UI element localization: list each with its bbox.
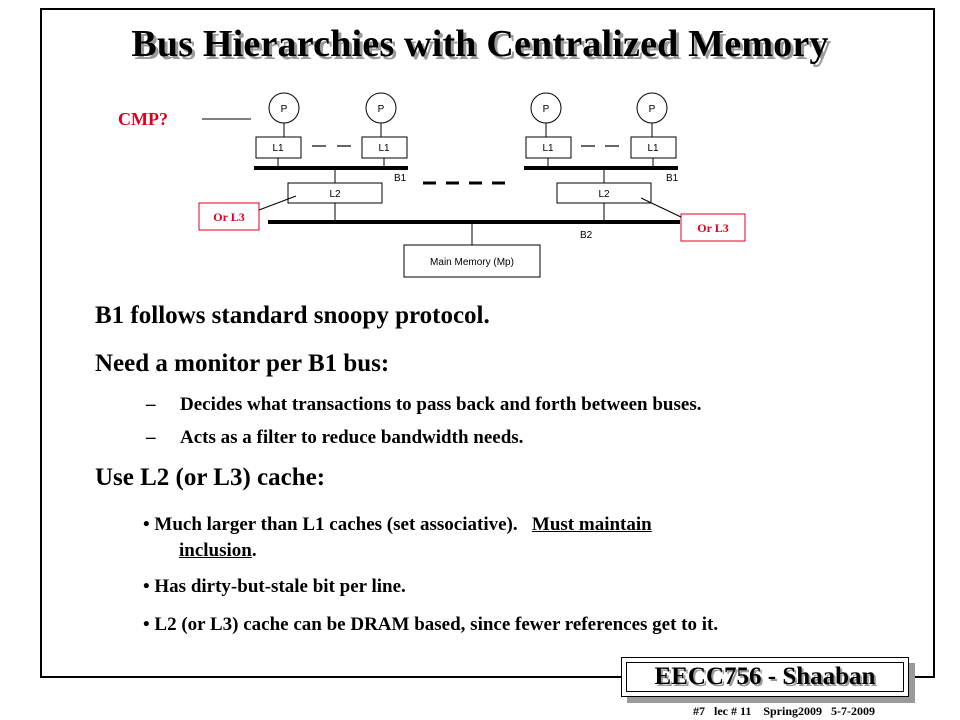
footer-course-label: EECC756 - Shaaban bbox=[626, 662, 904, 692]
processor-left-2: P bbox=[365, 92, 397, 137]
svg-text:Or L3: Or L3 bbox=[213, 210, 244, 224]
l1-cache-right-2: L1 bbox=[630, 136, 677, 159]
bullet-text-d: . bbox=[251, 540, 257, 561]
svg-text:L1: L1 bbox=[542, 143, 554, 154]
bullet-dram-based: • L2 (or L3) cache can be DRAM based, si… bbox=[143, 614, 718, 636]
footer-course-box: EECC756 - Shaaban bbox=[621, 657, 909, 697]
bus-hierarchy-diagram: CMP? P P L1 L1 B1 L2 P bbox=[118, 92, 746, 278]
subpoint-text: Decides what transactions to pass back a… bbox=[180, 394, 702, 415]
or-l3-callout-right: Or L3 bbox=[640, 197, 746, 242]
subpoint-text: Acts as a filter to reduce bandwidth nee… bbox=[180, 427, 524, 448]
svg-text:L1: L1 bbox=[272, 143, 284, 154]
main-memory: Main Memory (Mp) bbox=[403, 244, 541, 278]
or-l3-callout-left: Or L3 bbox=[198, 195, 297, 231]
l1-cache-left-2: L1 bbox=[361, 136, 408, 159]
point-snoopy-protocol: B1 follows standard snoopy protocol. bbox=[95, 302, 490, 329]
dash-marker: – bbox=[146, 394, 156, 415]
processor-label: P bbox=[378, 104, 385, 115]
b1-label-left: B1 bbox=[394, 173, 407, 184]
slide-title: Bus Hierarchies with Centralized Memory bbox=[131, 23, 829, 65]
bullet-much-larger: • Much larger than L1 caches (set associ… bbox=[143, 514, 652, 536]
subpoint-decides-transactions: – Decides what transactions to pass back … bbox=[146, 394, 701, 416]
point-monitor-per-bus: Need a monitor per B1 bus: bbox=[95, 350, 390, 377]
bullet-dirty-stale: • Has dirty-but-stale bit per line. bbox=[143, 576, 406, 598]
processor-left-1: P bbox=[268, 92, 300, 137]
l2-cache-right: L2 bbox=[556, 182, 652, 204]
svg-text:L2: L2 bbox=[329, 189, 341, 200]
bullet-text: L2 (or L3) cache can be DRAM based, sinc… bbox=[154, 614, 719, 635]
dash-marker: – bbox=[146, 427, 156, 448]
svg-text:L2: L2 bbox=[598, 189, 610, 200]
point-use-l2-cache: Use L2 (or L3) cache: bbox=[95, 464, 326, 491]
l1-cache-left-1: L1 bbox=[255, 136, 302, 159]
bullet-text: Has dirty-but-stale bit per line. bbox=[154, 576, 406, 597]
cmp-label: CMP? bbox=[118, 109, 168, 129]
bullet-marker: • bbox=[143, 576, 150, 597]
svg-text:P: P bbox=[543, 104, 550, 115]
svg-text:L1: L1 bbox=[647, 143, 659, 154]
processor-right-2: P bbox=[636, 92, 668, 137]
processor-label: P bbox=[281, 104, 288, 115]
svg-text:Or L3: Or L3 bbox=[697, 221, 728, 235]
slide-frame bbox=[40, 8, 935, 678]
l2-cache-left: L2 bbox=[287, 182, 383, 204]
svg-text:L1: L1 bbox=[378, 143, 390, 154]
bullet-text-c: inclusion bbox=[179, 540, 252, 561]
svg-text:Main Memory (Mp): Main Memory (Mp) bbox=[430, 257, 514, 268]
b2-label: B2 bbox=[580, 230, 593, 241]
processor-right-1: P bbox=[530, 92, 562, 137]
b1-label-right: B1 bbox=[666, 173, 679, 184]
bullet-marker: • bbox=[143, 614, 150, 635]
bullet-much-larger-cont: inclusion. bbox=[179, 540, 257, 562]
subpoint-acts-as-filter: – Acts as a filter to reduce bandwidth ne… bbox=[146, 427, 523, 449]
slide-info: #7 lec # 11 Spring2009 5-7-2009 bbox=[693, 704, 875, 718]
l1-cache-right-1: L1 bbox=[525, 136, 572, 159]
svg-text:P: P bbox=[649, 104, 656, 115]
bullet-text-b: Must maintain bbox=[531, 514, 652, 535]
bullet-marker: • bbox=[143, 514, 150, 535]
bullet-text-a: Much larger than L1 caches (set associat… bbox=[154, 514, 518, 535]
